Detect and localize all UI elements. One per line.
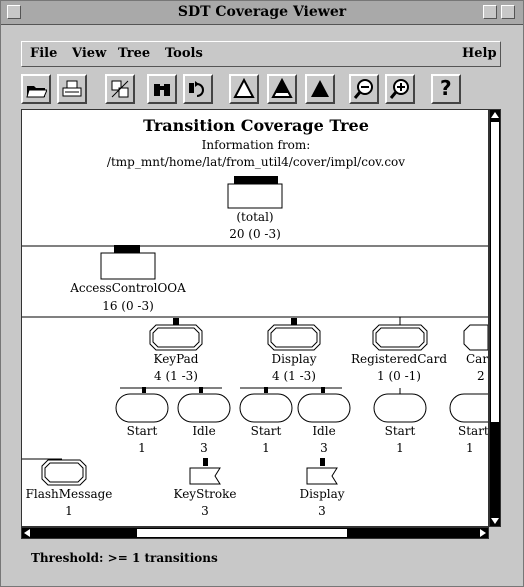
node-registeredcard-stats: 1 (0 -1) [377,369,421,383]
node-keypad-start[interactable]: Start [126,424,158,438]
node-flashmessage-stats: 1 [65,504,73,518]
root-node-name[interactable]: (total) [236,210,274,224]
select-region-button[interactable] [105,74,135,104]
menu-view[interactable]: View [72,46,106,61]
expand-outline-button[interactable] [229,74,259,104]
title-bar[interactable]: SDT Coverage Viewer [1,1,523,25]
toolbar: ? [21,71,501,107]
node-keypad-idle-stats: 3 [200,441,208,455]
menu-help-label: Help [462,46,497,61]
menu-help[interactable]: Help [462,46,497,61]
refresh-button[interactable] [183,74,213,104]
horizontal-scrollbar[interactable] [21,527,489,539]
node-display-start[interactable]: Start [250,424,282,438]
window-menu-button[interactable] [7,5,21,19]
node-keypad-stats: 4 (1 -3) [154,369,198,383]
minimize-button[interactable] [483,5,497,19]
triangle-half-icon [271,78,293,98]
triangle-filled-icon [311,80,329,97]
status-bar: Threshold: >= 1 transitions [31,551,218,565]
node-car[interactable]: Car [466,352,489,366]
node-keypad-start-stats: 1 [138,441,146,455]
node-display-idle-stats: 3 [320,441,328,455]
coverage-tree-canvas[interactable]: Transition Coverage Tree Information fro… [21,109,489,527]
node-registeredcard-start-stats: 1 [396,441,404,455]
menu-tools-label: Tools [165,46,203,61]
node-keypad[interactable]: KeyPad [153,352,199,366]
horizontal-scrollbar-parts [24,529,486,537]
menu-tree[interactable]: Tree [118,46,150,61]
node-registeredcard-start[interactable]: Start [384,424,416,438]
menu-tree-label: Tree [118,46,151,61]
print-icon [62,80,82,97]
node-keystroke[interactable]: KeyStroke [173,487,237,501]
zoom-out-icon [353,79,373,99]
node-registeredcard[interactable]: RegisteredCard [350,352,447,366]
zoom-in-icon [389,79,409,99]
node-car-start[interactable]: Start [458,424,489,438]
open-folder-icon [26,86,47,98]
help-button[interactable]: ? [431,74,461,104]
node-keypad-idle[interactable]: Idle [192,424,216,438]
node-accesscontrolooa-stats: 16 (0 -3) [102,299,154,313]
node-display-signal[interactable]: Display [299,487,345,501]
node-car-stats: 2 [477,369,485,383]
node-accesscontrolooa[interactable]: AccessControlOOA [70,281,186,295]
tree-connectors [22,176,488,486]
info-label: Information from: [201,138,311,152]
maximize-button[interactable] [501,5,515,19]
node-car-start-stats: 1 [466,441,474,455]
tree-title: Transition Coverage Tree [143,116,369,135]
node-display-signal-stats: 3 [318,504,326,518]
refresh-icon [189,81,204,97]
expand-half-button[interactable] [267,74,297,104]
zoom-in-button[interactable] [385,74,415,104]
find-button[interactable] [147,74,177,104]
node-display[interactable]: Display [271,352,317,366]
node-flashmessage[interactable]: FlashMessage [25,487,113,501]
print-button[interactable] [57,74,87,104]
vertical-scrollbar[interactable] [489,109,501,527]
open-button[interactable] [21,74,51,104]
select-region-icon [111,80,129,98]
triangle-outline-icon [233,78,255,98]
node-display-stats: 4 (1 -3) [272,369,316,383]
node-display-start-stats: 1 [262,441,270,455]
file-path: /tmp_mnt/home/lat/from_util4/cover/impl/… [106,155,406,169]
menu-file[interactable]: File [30,46,57,61]
menu-tools[interactable]: Tools [165,46,203,61]
window-title: SDT Coverage Viewer [177,4,347,20]
help-icon: ? [440,76,452,100]
root-node-stats: 20 (0 -3) [229,227,281,241]
zoom-out-button[interactable] [349,74,379,104]
node-display-idle[interactable]: Idle [312,424,336,438]
menu-view-label: View [72,46,107,61]
node-keystroke-stats: 3 [201,504,209,518]
binoculars-icon [154,84,170,96]
menu-bar: File View Tree Tools Help [21,41,501,67]
vertical-scrollbar-parts [491,112,499,524]
menu-file-label: File [30,46,58,61]
expand-full-button[interactable] [305,74,335,104]
